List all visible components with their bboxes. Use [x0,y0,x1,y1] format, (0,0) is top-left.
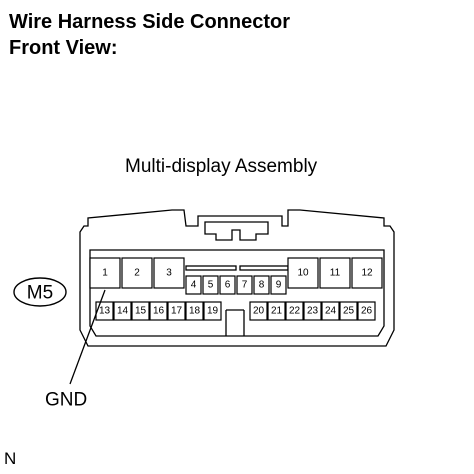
pin-4-cell [185,275,202,295]
pin-22-cell [285,301,304,321]
pin-6-cell [219,275,236,295]
pin-11-label: 11 [330,268,341,279]
pin-1-cell [89,257,121,289]
gnd-label: GND [45,390,87,411]
pin-8-cell [253,275,270,295]
pin-15-cell [131,301,150,321]
center-tab-right [239,265,289,271]
pin-15-label: 15 [135,306,147,317]
pin-13-cell [95,301,114,321]
connector-key-notch [225,309,245,336]
connector-inner-outline [89,249,385,337]
pin-7-cell [236,275,253,295]
pin-17-cell [167,301,186,321]
pin-7-label: 7 [242,280,248,291]
pin-6-label: 6 [225,280,231,291]
title-line-2: Front View: [9,37,118,59]
pin-2-label: 2 [134,268,140,279]
connector-latch [204,221,269,241]
pin-3-cell [153,257,185,289]
pin-20-label: 20 [253,306,265,317]
pin-24-label: 24 [325,306,337,317]
gnd-leader-line [69,289,106,385]
connector-code-badge [13,277,67,307]
pin-9-label: 9 [276,280,282,291]
pin-17-label: 17 [171,306,183,317]
pin-18-label: 18 [189,306,201,317]
pin-21-label: 21 [271,306,283,317]
pin-26-label: 26 [361,306,373,317]
connector-code: M5 [27,283,53,304]
pin-10-label: 10 [297,268,309,279]
pin-10-cell [287,257,319,289]
pin-19-label: 19 [207,306,219,317]
pin-25-cell [339,301,358,321]
pin-9-cell [270,275,287,295]
pin-14-cell [113,301,132,321]
pin-18-cell [185,301,204,321]
pin-11-cell [319,257,351,289]
pin-13-label: 13 [99,306,111,317]
pin-23-cell [303,301,322,321]
pin-12-label: 12 [361,268,373,279]
pin-1-label: 1 [102,268,108,279]
connector-housing [79,209,395,347]
pin-20-cell [249,301,268,321]
pin-21-cell [267,301,286,321]
pin-5-label: 5 [208,280,214,291]
title-line-1: Wire Harness Side Connector [9,11,291,33]
pin-16-cell [149,301,168,321]
footnote: N [4,449,17,468]
pin-2-cell [121,257,153,289]
pin-22-label: 22 [289,306,301,317]
pin-12-cell [351,257,383,289]
pin-3-label: 3 [166,268,172,279]
pin-25-label: 25 [343,306,355,317]
pin-26-cell [357,301,376,321]
pin-8-label: 8 [259,280,265,291]
pin-19-cell [203,301,222,321]
pin-23-label: 23 [307,306,319,317]
pin-4-label: 4 [191,280,197,291]
title: Wire Harness Side Connector Front View: [9,9,290,61]
pin-24-cell [321,301,340,321]
pin-16-label: 16 [153,306,165,317]
center-tab-left [185,265,237,271]
assembly-name: Multi-display Assembly [125,156,318,177]
pin-5-cell [202,275,219,295]
pin-14-label: 14 [117,306,129,317]
